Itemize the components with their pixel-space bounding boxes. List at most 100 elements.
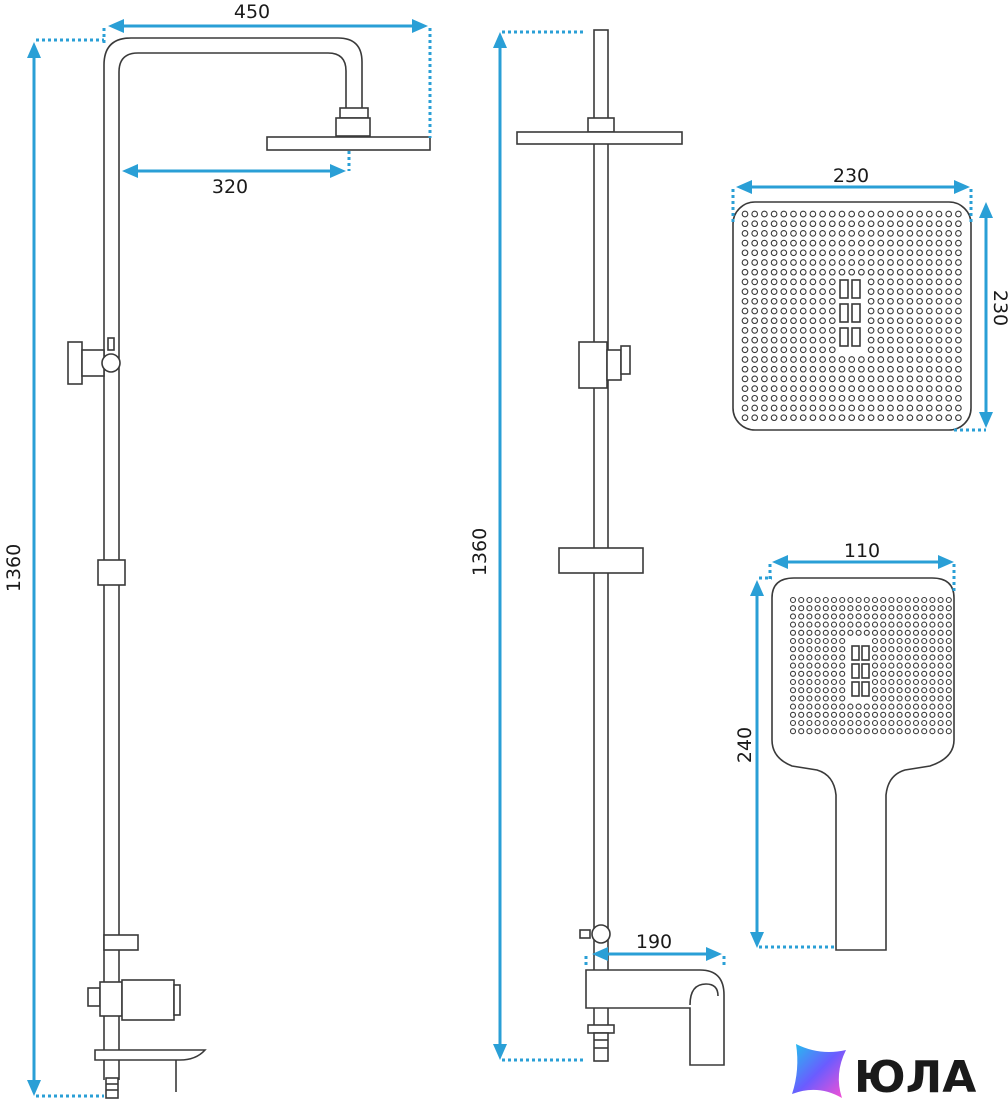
nozzle-dot [887, 327, 894, 334]
nozzle-dot [904, 605, 911, 612]
nozzle-dot [906, 230, 914, 237]
nozzle-dot [814, 637, 821, 645]
nozzle-dot [916, 278, 923, 286]
nozzle-dot [887, 268, 894, 276]
nozzle-dot [867, 307, 875, 315]
nozzle-dot [761, 259, 768, 266]
nozzle-dot [838, 239, 846, 247]
nozzle-dot [828, 394, 836, 402]
nozzle-dot [848, 259, 856, 266]
nozzle-dot [789, 687, 797, 694]
nozzle-dot [751, 336, 759, 344]
nozzle-dot [867, 278, 875, 286]
nozzle-dot [906, 239, 914, 247]
nozzle-dot [906, 278, 914, 286]
nozzle-dot [871, 719, 879, 727]
nozzle-dot [912, 687, 920, 694]
nozzle-dot [789, 629, 797, 636]
nozzle-dot [925, 317, 933, 325]
front-arm-dimension: 320 [122, 151, 351, 198]
nozzle-dot [921, 687, 928, 694]
nozzle-dot [887, 297, 894, 305]
nozzle-dot [887, 220, 894, 228]
nozzle-dot [855, 711, 862, 718]
nozzle-dot [819, 414, 826, 422]
nozzle-dot [945, 239, 953, 247]
nozzle-dot [799, 394, 807, 402]
nozzle-dot [880, 654, 887, 661]
nozzle-dot [741, 249, 749, 257]
nozzle-dot [780, 394, 788, 402]
nozzle-dot [838, 220, 846, 228]
nozzle-dot [916, 297, 923, 305]
nozzle-dot [790, 365, 797, 373]
nozzle-dot [798, 719, 805, 727]
nozzle-dot [896, 654, 903, 661]
nozzle-dot [761, 356, 768, 363]
nozzle-dot [906, 268, 914, 276]
nozzle-dot [848, 239, 856, 247]
nozzle-dot [847, 719, 854, 727]
nozzle-dot [877, 230, 885, 237]
nozzle-dot [906, 385, 914, 392]
nozzle-dot [809, 375, 817, 383]
nozzle-dot [937, 629, 944, 636]
nozzle-dot [912, 637, 920, 645]
nozzle-dot [945, 268, 953, 276]
nozzle-dot [847, 596, 854, 604]
nozzle-dot [877, 346, 885, 354]
nozzle-dot [880, 621, 887, 628]
nozzle-dot [761, 394, 768, 402]
nozzle-dot [912, 670, 920, 677]
nozzle-dot [770, 327, 778, 334]
nozzle-dot [741, 336, 749, 344]
nozzle-dot [877, 385, 885, 392]
nozzle-dot [896, 637, 903, 645]
nozzle-dot [896, 646, 903, 653]
nozzle-dot [839, 695, 846, 702]
nozzle-dot [799, 220, 807, 228]
nozzle-dot [761, 317, 768, 325]
nozzle-dot [828, 239, 836, 247]
nozzle-dot [780, 327, 788, 334]
nozzle-dot [896, 596, 903, 604]
nozzle-dot [751, 327, 759, 334]
nozzle-dot [806, 621, 813, 628]
nozzle-dot [809, 404, 817, 412]
nozzle-dot [839, 711, 846, 718]
nozzle-dot [896, 346, 904, 354]
nozzle-dot [828, 297, 836, 305]
nozzle-dot [912, 695, 920, 702]
nozzle-dot [751, 230, 759, 237]
nozzle-dot [925, 239, 933, 247]
nozzle-dot [751, 356, 759, 363]
nozzle-dot [863, 728, 870, 735]
nozzle-dot [867, 230, 875, 237]
nozzle-dot [822, 605, 829, 612]
nozzle-dot [814, 613, 821, 620]
nozzle-dot [770, 210, 778, 218]
nozzle-dot [847, 728, 854, 735]
nozzle-dot [819, 297, 826, 305]
nozzle-dot [819, 307, 826, 315]
nozzle-dot [916, 220, 923, 228]
nozzle-dot [822, 613, 829, 620]
nozzle-dot [871, 605, 879, 612]
nozzle-dot [906, 288, 914, 295]
nozzle-dot [830, 621, 838, 628]
nozzle-dot [799, 404, 807, 412]
nozzle-dot [945, 230, 953, 237]
nozzle-dot [828, 317, 836, 325]
nozzle-dot [916, 356, 923, 363]
nozzle-dot [855, 728, 862, 735]
nozzle-dot [955, 317, 962, 325]
nozzle-dot [880, 646, 887, 653]
nozzle-dot [945, 259, 953, 266]
brand-logo: ЮЛА [792, 1044, 976, 1100]
nozzle-dot [799, 365, 807, 373]
nozzle-dot [896, 307, 904, 315]
nozzle-dot [828, 249, 836, 257]
nozzle-dot [904, 596, 911, 604]
nozzle-dot [863, 621, 870, 628]
nozzle-dot [838, 356, 846, 363]
